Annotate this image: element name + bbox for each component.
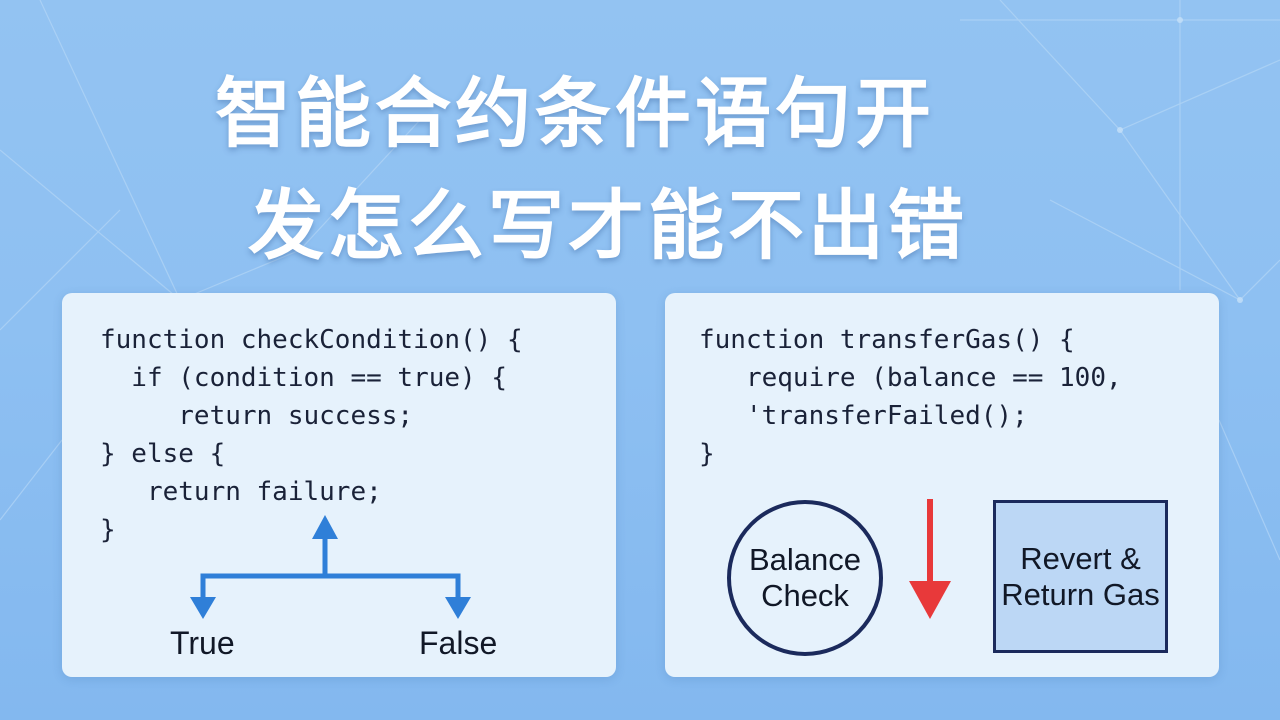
up-arrow-icon xyxy=(312,515,338,539)
branch-flow-diagram xyxy=(190,515,471,619)
down-arrow-icon xyxy=(445,597,471,619)
down-arrow-icon xyxy=(190,597,216,619)
revert-label: Revert & xyxy=(1020,540,1141,576)
revert-return-gas-node: Revert & Return Gas xyxy=(993,500,1168,653)
red-arrow-diagram xyxy=(909,499,951,619)
revert-label: Return Gas xyxy=(1001,576,1160,612)
code-line: require (balance == 100, xyxy=(699,363,1122,393)
code-line: 'transferFailed(); xyxy=(699,401,1028,431)
code-line: } xyxy=(699,439,715,469)
false-branch-label: False xyxy=(419,625,498,661)
condition-code-panel: function checkCondition() { if (conditio… xyxy=(62,293,616,677)
down-arrow-icon xyxy=(909,581,951,619)
code-line: return failure; xyxy=(100,477,382,507)
page-title-line-2: 发怎么写才能不出错 xyxy=(248,181,968,270)
page-title-line-1: 智能合约条件语句开 xyxy=(215,69,935,158)
code-line: } xyxy=(100,515,116,545)
code-line: function transferGas() { xyxy=(699,325,1075,355)
require-code-panel: function transferGas() { require (balanc… xyxy=(665,293,1219,677)
code-line: if (condition == true) { xyxy=(100,363,507,393)
balance-check-node: Balance Check xyxy=(727,500,883,656)
balance-check-label: Balance xyxy=(748,542,862,577)
code-line: return success; xyxy=(100,401,414,431)
code-line: } else { xyxy=(100,439,226,469)
code-line: function checkCondition() { xyxy=(100,325,523,355)
balance-check-label: Check xyxy=(761,578,849,613)
true-branch-label: True xyxy=(170,625,235,661)
